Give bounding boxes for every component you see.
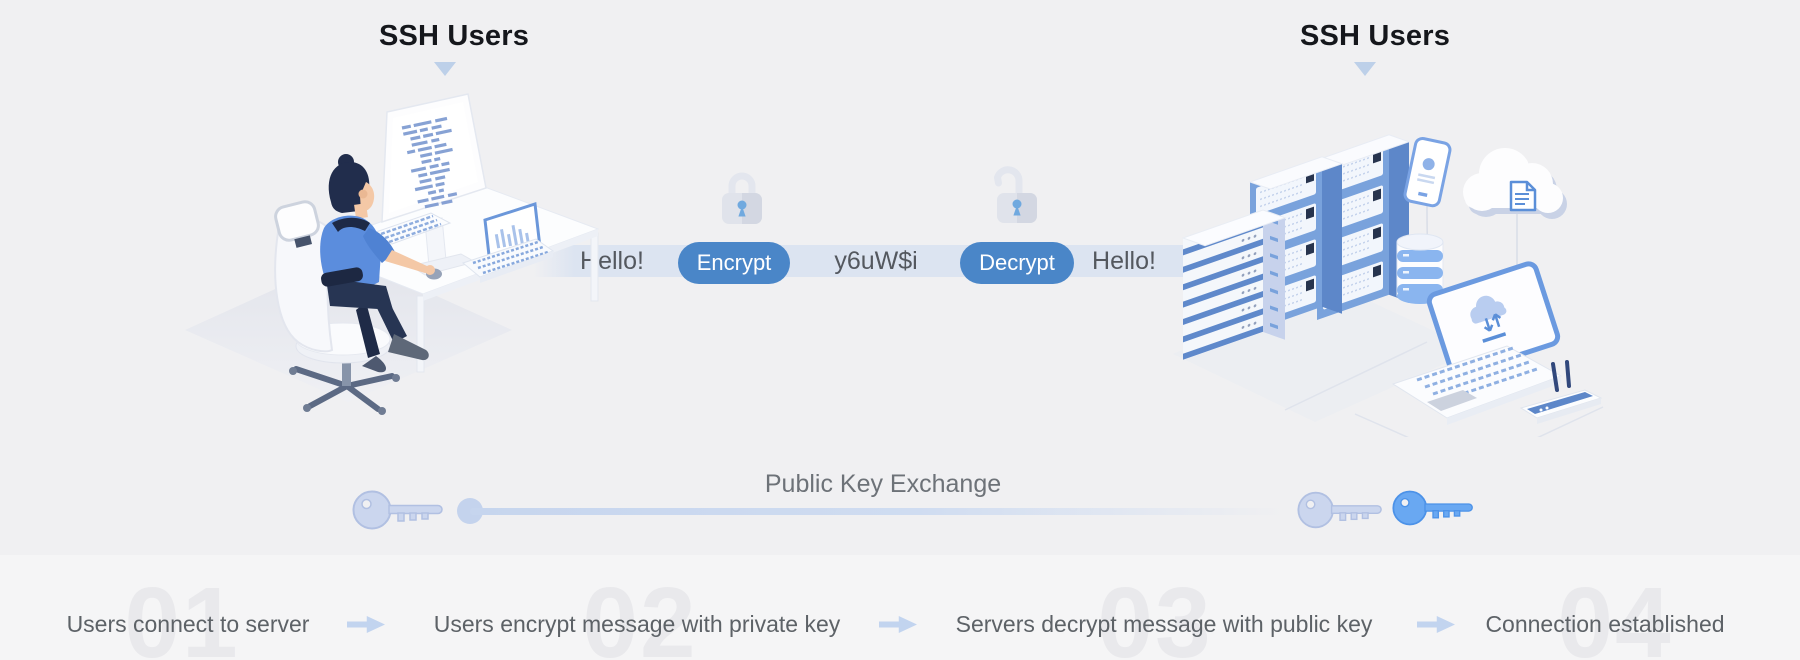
left-group-title: SSH Users [378,20,530,52]
person [320,154,435,373]
encrypt-button: Encrypt [678,242,790,284]
desk-laptop [461,202,555,283]
user-at-desk-illustration [185,93,600,415]
cloud-document-icon [1509,180,1537,212]
database [1396,233,1444,304]
step-label-3: Servers decrypt message with public key [955,611,1373,637]
server-tower-left [1181,209,1287,360]
monitor [381,93,487,276]
right-pointer-triangle-icon [1354,62,1376,76]
message-band [533,245,1190,277]
locked-padlock-icon [722,172,762,224]
step-number-watermark: 01 [124,567,240,660]
right-group-title: SSH Users [1299,20,1451,52]
ciphertext: y6uW$i [834,247,918,275]
step-label-1: Users connect to server [66,611,310,637]
cloud-sync-icon [1470,295,1507,343]
cloud [1463,148,1567,219]
step-label-4: Connection established [1485,611,1725,637]
plaintext-right: Hello! [1092,247,1156,275]
private-key-icon [352,490,443,530]
laptop [1391,261,1563,425]
private-key-icon-right [1297,491,1382,529]
step-number-watermark: 02 [582,567,698,660]
step-number-watermark: 04 [1557,567,1673,660]
steps-strip [0,555,1800,660]
desk-keyboard [371,212,452,245]
public-key-exchange-label: Public Key Exchange [764,470,1002,498]
step-label-2: Users encrypt message with private key [433,611,841,637]
public-key-icon [1392,490,1473,526]
chair [274,200,391,364]
smartphone [1403,136,1452,208]
unlocked-padlock-icon [993,166,1037,223]
chair-base [293,366,395,412]
decrypt-button: Decrypt [960,242,1074,284]
wifi-router [1519,360,1603,424]
server-floor-shadow [1173,284,1475,422]
server-cluster-illustration [1173,134,1604,437]
exchange-line [470,508,1285,515]
step-number-watermark: 03 [1097,567,1213,660]
floor-grid-lines [1284,341,1604,437]
left-pointer-triangle-icon [434,62,456,76]
